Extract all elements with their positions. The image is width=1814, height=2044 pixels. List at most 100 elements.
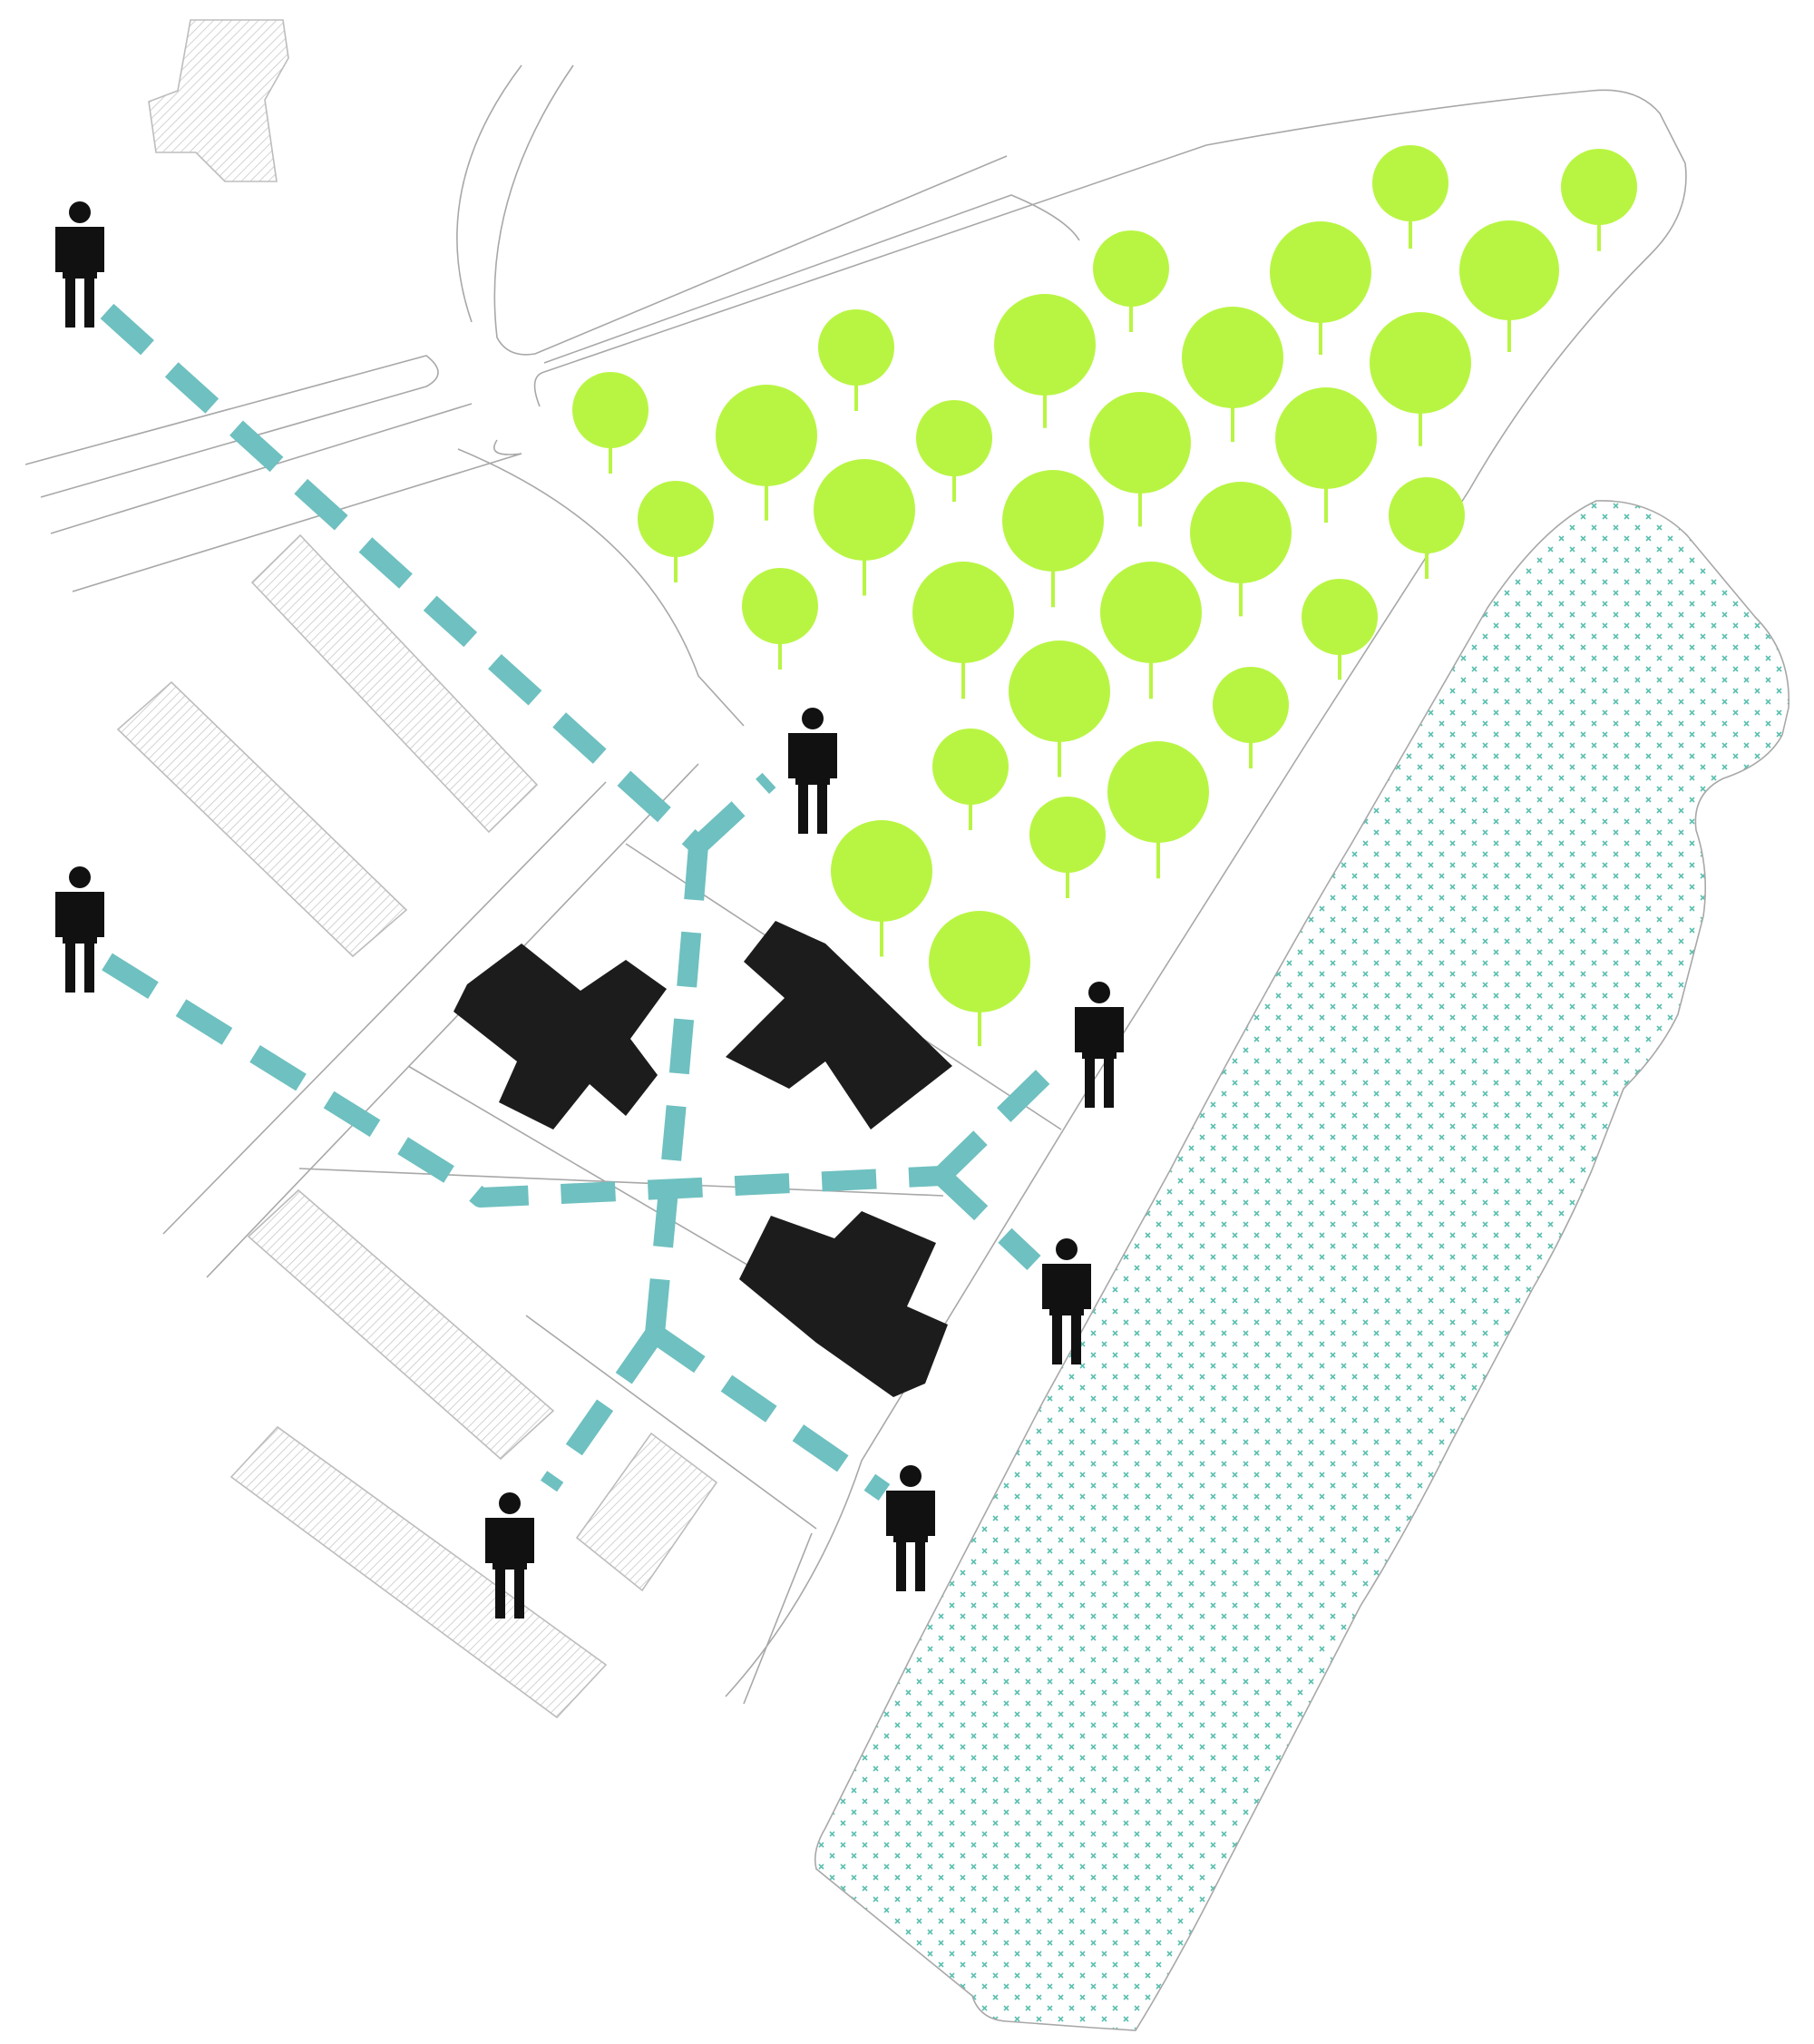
tree-icon [814, 459, 915, 596]
tree-icon [831, 820, 932, 957]
tree-icon [1009, 641, 1110, 778]
tree-canopy [1190, 482, 1292, 583]
tree-canopy [716, 385, 817, 486]
existing-building [229, 1425, 608, 1719]
tree-canopy [1270, 221, 1371, 323]
site-outline [525, 1315, 817, 1530]
path-line [645, 845, 708, 1335]
tree-icon [1089, 392, 1191, 527]
road-edge [493, 64, 1008, 356]
site-outline [298, 1168, 944, 1197]
path-line [100, 303, 706, 854]
tree-icon [1182, 307, 1283, 443]
site-outline [533, 89, 1687, 1697]
tree-icon [1093, 230, 1169, 332]
tree-icon [929, 911, 1030, 1047]
tree-canopy [638, 481, 714, 557]
tree-canopy [742, 568, 818, 644]
people [55, 201, 1124, 1619]
path-line [649, 1325, 891, 1501]
tree-canopy [916, 400, 992, 476]
existing-building [148, 19, 289, 182]
tree-canopy [994, 294, 1096, 396]
tree-canopy [1372, 145, 1448, 221]
tree-icon [1389, 477, 1465, 579]
existing-buildings [116, 19, 718, 1719]
person-icon [485, 1492, 534, 1619]
tree-icon [742, 568, 818, 670]
tree-canopy [572, 372, 649, 448]
tree-canopy [1561, 149, 1637, 225]
tree-canopy [1275, 387, 1377, 489]
person-icon [1075, 982, 1124, 1108]
person-icon [886, 1465, 935, 1591]
tree-canopy [1002, 470, 1104, 572]
tree-canopy [1093, 230, 1169, 307]
tree-canopy [1370, 312, 1471, 414]
road-edge [543, 194, 1080, 364]
tree-canopy [1213, 667, 1289, 743]
tree-canopy [831, 820, 932, 922]
tree-canopy [1029, 797, 1106, 873]
path-line [540, 1327, 664, 1492]
tree-icon [818, 309, 894, 411]
tree-canopy [929, 911, 1030, 1012]
tree-canopy [1089, 392, 1191, 494]
tree-icon [912, 562, 1014, 699]
tree-canopy [1389, 477, 1465, 553]
tree-icon [1213, 667, 1289, 768]
existing-building [250, 533, 539, 834]
tree-icon [572, 372, 649, 474]
road-edge [457, 448, 745, 727]
tree-canopy [818, 309, 894, 386]
tree-icon [932, 729, 1009, 830]
road-edge [162, 781, 607, 1235]
tree-canopy [814, 459, 915, 561]
tree-icon [1100, 562, 1202, 699]
person-icon [788, 708, 837, 834]
tree-canopy [1100, 562, 1202, 663]
road-edge [50, 403, 473, 534]
new-building-t [726, 921, 952, 1130]
existing-building [575, 1432, 718, 1592]
tree-icon [716, 385, 817, 521]
new-building-t [739, 1211, 948, 1397]
tree-icon [1107, 741, 1209, 879]
tree-icon [916, 400, 992, 502]
tree-canopy [1459, 220, 1559, 320]
tree-icon [1302, 579, 1378, 680]
existing-building [247, 1188, 555, 1461]
person-icon [1042, 1238, 1091, 1364]
road-edge [72, 439, 522, 592]
person-icon [55, 201, 104, 328]
new-building-cross [454, 944, 667, 1130]
tree-grove [572, 145, 1637, 1047]
site-outline [743, 1532, 813, 1705]
person-icon [55, 866, 104, 993]
path-line [934, 1168, 1041, 1271]
path-line [691, 772, 776, 854]
tree-icon [1370, 312, 1471, 446]
existing-building [116, 680, 408, 958]
tree-icon [1372, 145, 1448, 249]
tree-icon [1029, 797, 1106, 898]
tree-icon [1270, 221, 1371, 355]
tree-canopy [1107, 741, 1209, 843]
road-edge [206, 763, 699, 1278]
tree-icon [994, 294, 1096, 428]
path-line [102, 953, 942, 1208]
road-edge [24, 355, 439, 498]
tree-canopy [1009, 641, 1110, 742]
tree-canopy [1302, 579, 1378, 655]
road-edge [456, 64, 522, 323]
tree-canopy [1182, 307, 1283, 408]
tree-canopy [912, 562, 1014, 663]
tree-icon [1561, 149, 1637, 251]
tree-icon [1002, 470, 1104, 608]
new-buildings [454, 921, 952, 1397]
tree-icon [1459, 220, 1559, 352]
tree-icon [1275, 387, 1377, 523]
tree-icon [1190, 482, 1292, 617]
tree-canopy [932, 729, 1009, 805]
